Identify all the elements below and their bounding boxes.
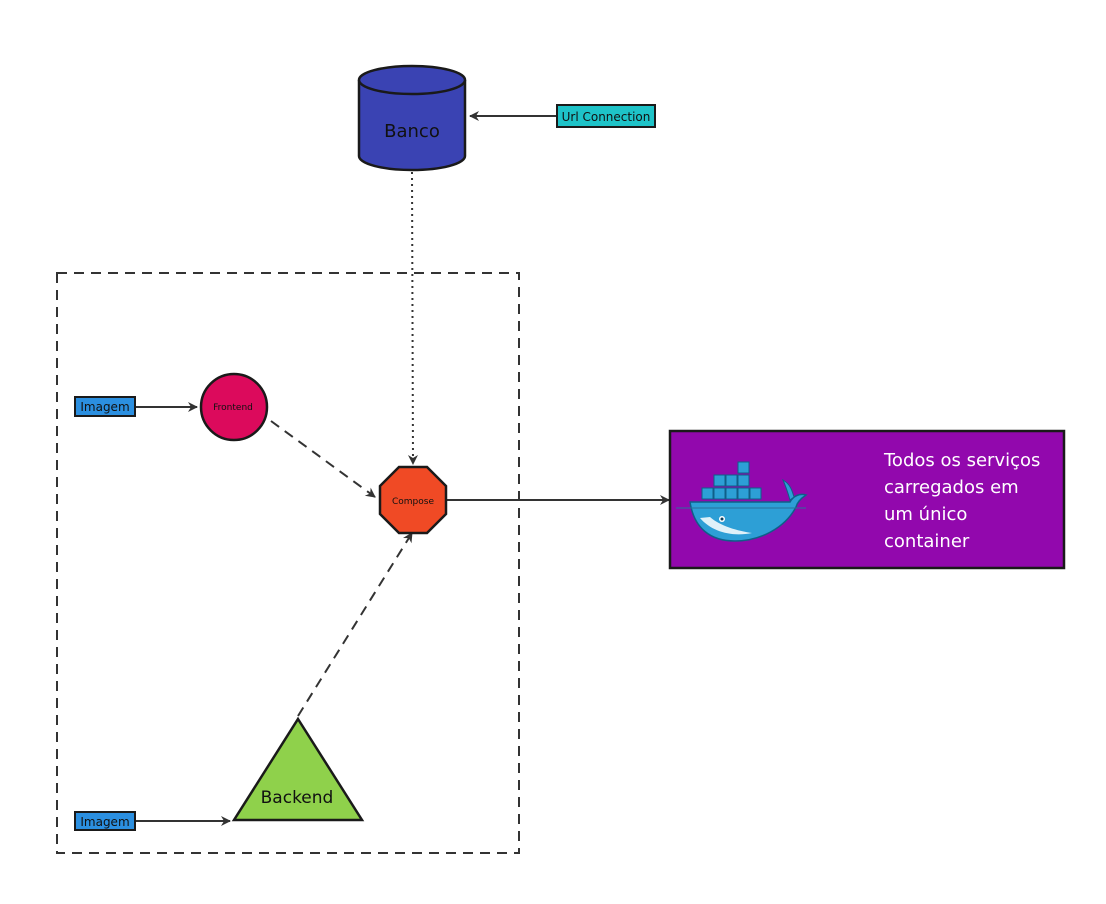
url-connection-node[interactable]: Url Connection <box>556 104 656 128</box>
backend-label: Backend <box>261 788 334 808</box>
compose-node[interactable]: Compose <box>378 465 448 535</box>
docker-whale-icon <box>676 461 808 542</box>
imagem-backend-node[interactable]: Imagem <box>74 811 136 831</box>
services-group-boundary <box>56 272 520 854</box>
frontend-node[interactable]: Frontend <box>199 372 269 442</box>
imagem-frontend-label: Imagem <box>80 400 129 414</box>
container-text-line-2: carregados em <box>884 477 1019 498</box>
container-text: Todos os serviços carregados em um único… <box>883 450 1046 552</box>
edge-backend-to-compose <box>297 532 413 717</box>
container-text-line-4: container <box>884 531 970 552</box>
banco-label: Banco <box>384 121 440 142</box>
edge-banco-to-compose <box>407 171 418 465</box>
imagem-frontend-node[interactable]: Imagem <box>74 396 136 417</box>
compose-label: Compose <box>392 497 434 507</box>
banco-database-node[interactable]: Banco <box>357 64 467 172</box>
backend-node[interactable]: Backend <box>231 716 365 822</box>
frontend-label: Frontend <box>213 403 253 413</box>
imagem-backend-label: Imagem <box>80 815 129 829</box>
container-text-line-3: um único <box>884 504 967 525</box>
container-text-line-1: Todos os serviços <box>883 450 1040 471</box>
url-connection-label: Url Connection <box>562 110 651 124</box>
edge-frontend-to-compose <box>270 420 376 498</box>
container-node[interactable]: Todos os serviços carregados em um único… <box>668 429 1066 570</box>
